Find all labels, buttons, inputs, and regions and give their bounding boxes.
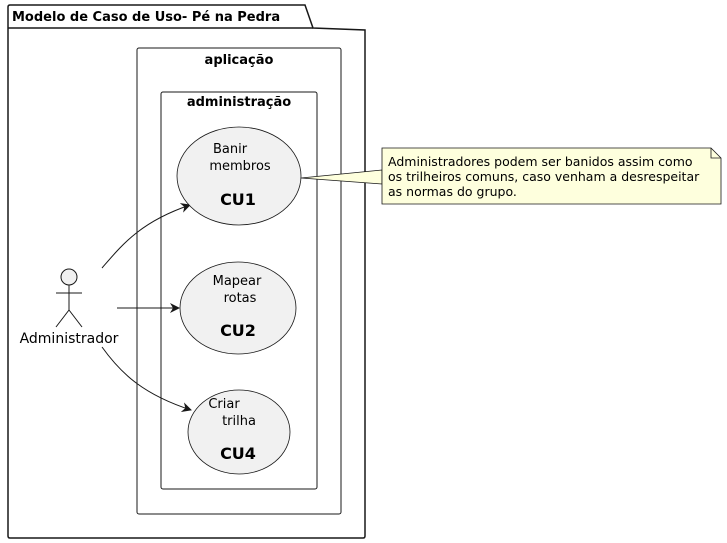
- use-case-cu1-line1: Banir: [213, 142, 248, 157]
- actor-head: [60, 268, 78, 286]
- association-arrow-cu1: [101, 203, 191, 269]
- note-line-1: Administradores podem ser banidos assim …: [388, 154, 693, 169]
- note-line-2: os trilheiros comuns, caso venham a desr…: [388, 169, 700, 184]
- note-fold: [710, 148, 721, 159]
- boundary-aplicacao: [136, 47, 342, 515]
- use-case-cu1-line2: membros: [209, 159, 271, 174]
- use-case-cu2-line1: Mapear: [213, 274, 262, 289]
- actor-administrador[interactable]: Administrador: [20, 268, 119, 347]
- association-arrow-cu4: [101, 346, 192, 412]
- use-case-cu4-code: CU4: [220, 444, 256, 463]
- use-case-cu2-code: CU2: [220, 321, 256, 340]
- use-case-cu2[interactable]: Mapear rotas CU2: [179, 261, 297, 355]
- use-case-cu4-line1: Criar: [208, 397, 240, 412]
- use-case-cu1-code: CU1: [220, 190, 256, 209]
- actor-right-leg: [68, 309, 83, 328]
- actor-label: Administrador: [20, 331, 119, 347]
- note-line-3: as normas do grupo.: [388, 184, 517, 199]
- use-case-cu2-shape: [179, 261, 297, 355]
- boundary-aplicacao-label: aplicação: [205, 53, 274, 68]
- package-frame: [7, 4, 366, 539]
- boundary-administracao-label: administração: [187, 95, 291, 110]
- use-case-cu4[interactable]: Criar trilha CU4: [187, 389, 291, 475]
- use-case-cu1[interactable]: Banir membros CU1: [176, 126, 302, 226]
- note: Administradores podem ser banidos assim …: [381, 147, 722, 205]
- package-title: Modelo de Caso de Uso- Pé na Pedra: [12, 10, 280, 25]
- boundary-administracao: [160, 91, 318, 490]
- note-box: [381, 147, 722, 205]
- actor-left-leg: [55, 309, 70, 328]
- use-case-cu2-line2: rotas: [224, 291, 257, 306]
- use-case-cu4-line2: trilha: [222, 414, 256, 429]
- use-case-cu4-shape: [187, 389, 291, 475]
- use-case-cu1-shape: [176, 126, 302, 226]
